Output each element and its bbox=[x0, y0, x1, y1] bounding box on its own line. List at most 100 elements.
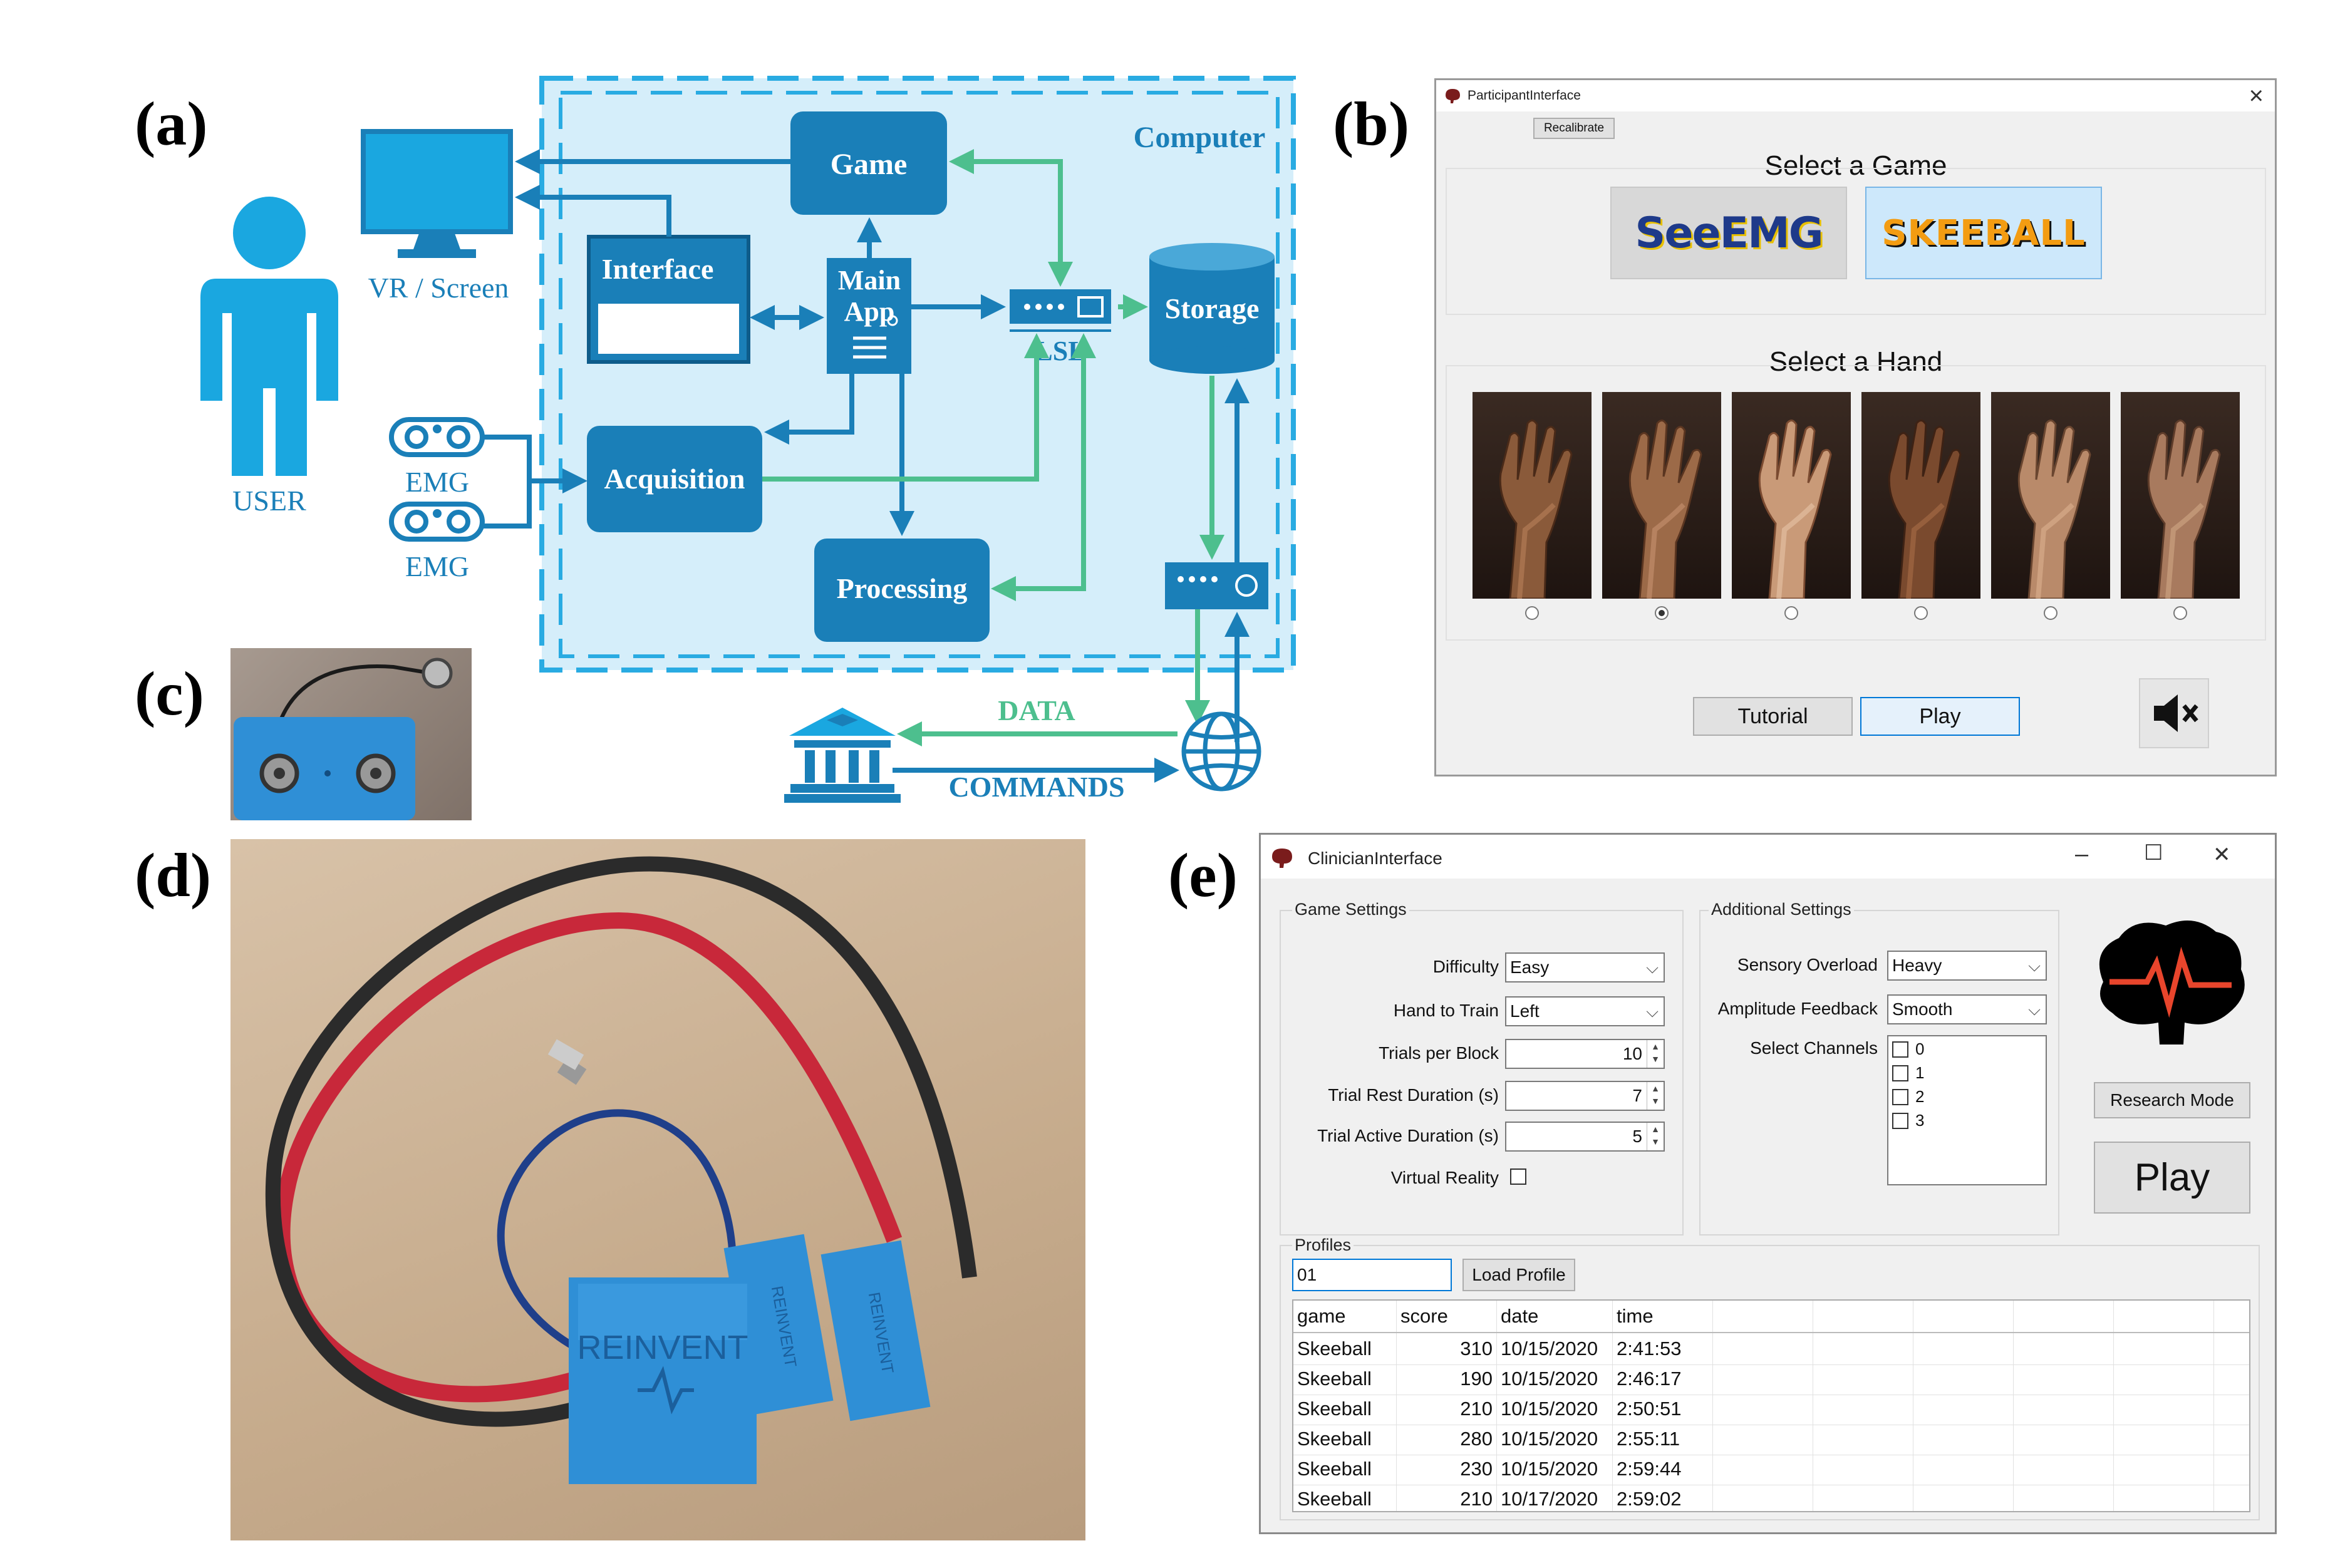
table-cell: Skeeball bbox=[1293, 1333, 1397, 1364]
hand-to-train-value: Left bbox=[1510, 1001, 1540, 1021]
recalibrate-button[interactable]: Recalibrate bbox=[1533, 118, 1615, 139]
mute-button[interactable] bbox=[2139, 678, 2209, 748]
spinner-arrows-icon[interactable]: ▲▼ bbox=[1647, 1040, 1664, 1068]
game-box bbox=[790, 111, 947, 215]
hand-radio-4[interactable] bbox=[1914, 606, 1928, 620]
table-cell: 2:46:17 bbox=[1613, 1363, 1713, 1395]
trials-per-block-stepper[interactable]: 10▲▼ bbox=[1505, 1039, 1665, 1069]
storage-label: Storage bbox=[1165, 292, 1260, 324]
table-header-empty[interactable] bbox=[1913, 1301, 2014, 1332]
globe-icon bbox=[1181, 711, 1261, 792]
amplitude-feedback-label: Amplitude Feedback bbox=[1717, 999, 1878, 1018]
clinician-close-button[interactable]: ✕ bbox=[2213, 843, 2231, 867]
channel-checkbox-0[interactable] bbox=[1892, 1041, 1908, 1058]
minimize-button[interactable]: – bbox=[2075, 841, 2089, 867]
hand-radio-3[interactable] bbox=[1784, 606, 1798, 620]
research-mode-button[interactable]: Research Mode bbox=[2094, 1082, 2250, 1118]
hand-option-1[interactable] bbox=[1473, 392, 1592, 599]
clinician-window: ClinicianInterface – ☐ ✕ Game Settings D… bbox=[1259, 833, 2277, 1534]
table-cell bbox=[2114, 1423, 2214, 1455]
channels-list[interactable] bbox=[1887, 1035, 2047, 1185]
chevron-down-icon: ⌵ bbox=[1646, 958, 1659, 977]
emg-label-2: EMG bbox=[405, 550, 469, 582]
table-header-game[interactable]: game bbox=[1293, 1301, 1397, 1332]
hand-image bbox=[1888, 420, 1962, 599]
panel-label-d: (d) bbox=[135, 840, 212, 910]
table-cell bbox=[1713, 1393, 1813, 1425]
difficulty-label: Difficulty bbox=[1432, 957, 1499, 976]
participant-play-button[interactable]: Play bbox=[1860, 697, 2020, 736]
skeeball-game-button[interactable]: SKEEBALL bbox=[1865, 187, 2102, 279]
table-cell: 10/17/2020 bbox=[1497, 1483, 1613, 1511]
panel-label-e: (e) bbox=[1168, 840, 1238, 910]
table-cell: 10/15/2020 bbox=[1497, 1393, 1613, 1425]
table-cell: Skeeball bbox=[1293, 1423, 1397, 1455]
hand-option-3[interactable] bbox=[1732, 392, 1851, 599]
sensor-device-image bbox=[234, 658, 453, 820]
main-app-box bbox=[827, 258, 911, 374]
profile-id-value: 01 bbox=[1297, 1265, 1317, 1284]
table-cell bbox=[2014, 1393, 2114, 1425]
game-group bbox=[1446, 168, 2266, 315]
main-app-label-2: App bbox=[844, 296, 895, 327]
hub-label: REINVENT bbox=[577, 1329, 748, 1366]
load-profile-button[interactable]: Load Profile bbox=[1462, 1259, 1575, 1291]
select-game-heading: Select a Game bbox=[1764, 150, 1947, 181]
channel-checkbox-3[interactable] bbox=[1892, 1113, 1908, 1129]
table-cell bbox=[2014, 1453, 2114, 1485]
profiles-label: Profiles bbox=[1292, 1235, 1354, 1255]
rest-duration-stepper[interactable]: 7▲▼ bbox=[1505, 1081, 1665, 1111]
hand-radio-6[interactable] bbox=[2173, 606, 2187, 620]
hand-option-6[interactable] bbox=[2121, 392, 2240, 599]
table-header-empty[interactable] bbox=[1713, 1301, 1813, 1332]
clinician-title: ClinicianInterface bbox=[1308, 848, 1442, 868]
difficulty-select[interactable]: Easy⌵ bbox=[1505, 952, 1665, 983]
data-label: DATA bbox=[998, 694, 1075, 726]
spinner-arrows-icon[interactable]: ▲▼ bbox=[1647, 1123, 1664, 1150]
virtual-reality-checkbox[interactable] bbox=[1510, 1168, 1526, 1185]
brain-icon bbox=[1272, 848, 1292, 868]
hand-radio-2[interactable] bbox=[1655, 606, 1669, 620]
hand-option-4[interactable] bbox=[1861, 392, 1980, 599]
table-header-empty[interactable] bbox=[2114, 1301, 2214, 1332]
table-cell bbox=[1813, 1333, 1913, 1364]
table-cell bbox=[1813, 1393, 1913, 1425]
hand-option-5[interactable] bbox=[1991, 392, 2110, 599]
sensory-overload-value: Heavy bbox=[1892, 956, 1942, 975]
system-diagram: Computer USER VR / Screen EMG EMG Game I… bbox=[200, 76, 1296, 803]
spinner-arrows-icon[interactable]: ▲▼ bbox=[1647, 1082, 1664, 1110]
channel-checkbox-1[interactable] bbox=[1892, 1065, 1908, 1081]
channel-checkbox-2[interactable] bbox=[1892, 1089, 1908, 1105]
seeemg-game-button[interactable]: SeeEMG bbox=[1610, 187, 1847, 279]
table-header-empty[interactable] bbox=[1813, 1301, 1913, 1332]
institution-icon bbox=[784, 708, 901, 803]
hand-radio-5[interactable] bbox=[2044, 606, 2058, 620]
profile-id-input[interactable]: 01 bbox=[1292, 1259, 1452, 1291]
table-header-date[interactable]: date bbox=[1497, 1301, 1613, 1332]
maximize-button[interactable]: ☐ bbox=[2144, 841, 2163, 865]
channel-label-2: 2 bbox=[1915, 1087, 1925, 1106]
table-header-empty[interactable] bbox=[2014, 1301, 2114, 1332]
select-hand-heading: Select a Hand bbox=[1769, 346, 1943, 377]
clinician-play-button[interactable]: Play bbox=[2094, 1142, 2250, 1214]
hand-to-train-select[interactable]: Left⌵ bbox=[1505, 996, 1665, 1026]
monitor-icon bbox=[361, 129, 513, 258]
table-cell bbox=[1913, 1363, 2014, 1395]
amplitude-feedback-select[interactable]: Smooth⌵ bbox=[1887, 994, 2047, 1024]
participant-close-button[interactable]: × bbox=[2249, 82, 2264, 110]
tutorial-button[interactable]: Tutorial bbox=[1693, 697, 1853, 736]
table-header-time[interactable]: time bbox=[1613, 1301, 1713, 1332]
table-header-score[interactable]: score bbox=[1397, 1301, 1497, 1332]
sensory-overload-select[interactable]: Heavy⌵ bbox=[1887, 951, 2047, 981]
hand-option-2[interactable] bbox=[1602, 392, 1721, 599]
active-duration-stepper[interactable]: 5▲▼ bbox=[1505, 1122, 1665, 1152]
emg-label-1: EMG bbox=[405, 466, 469, 498]
hand-radio-1[interactable] bbox=[1525, 606, 1539, 620]
